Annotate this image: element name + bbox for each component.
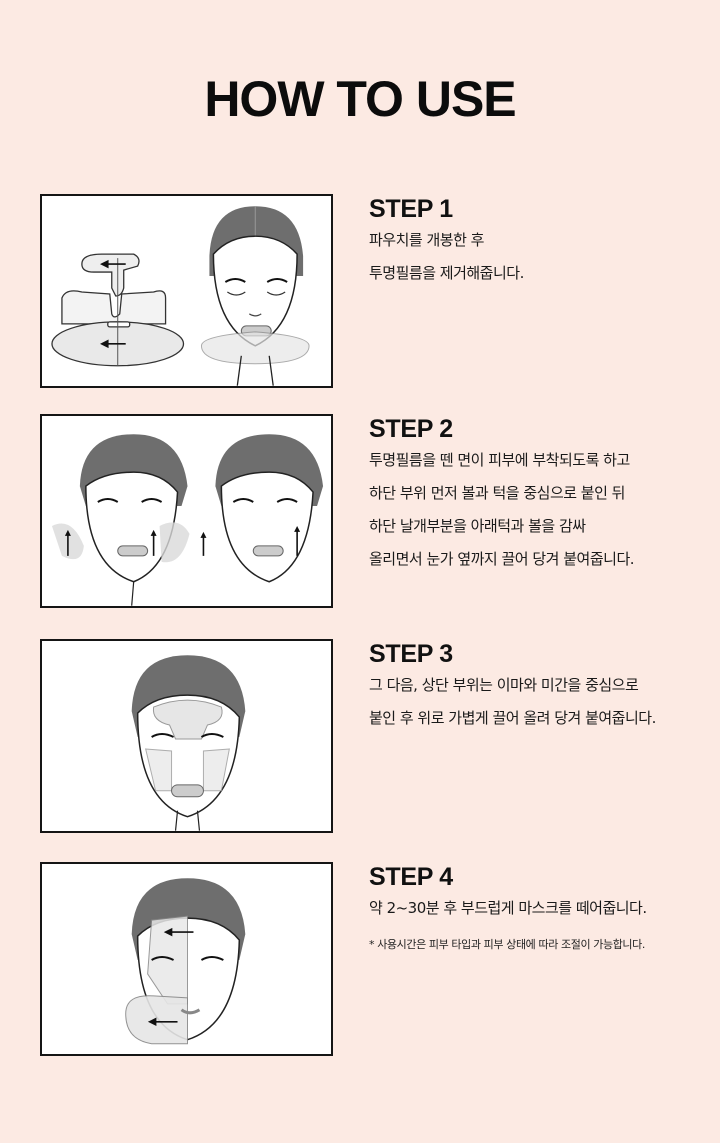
step-label: STEP 2 xyxy=(369,415,453,443)
step-2-illustration xyxy=(40,414,333,608)
step-4: STEP 4 약 2~30분 후 부드럽게 마스크를 떼어줍니다. * 사용시간… xyxy=(0,862,720,1058)
step-instruction-line: 올리면서 눈가 옆까지 끌어 당겨 붙여줍니다. xyxy=(369,550,635,568)
step-label: STEP 3 xyxy=(369,640,453,668)
step-instruction-line: 하단 날개부분을 아래턱과 볼을 감싸 xyxy=(369,517,586,535)
mask-sheet-face-icon xyxy=(51,206,310,386)
step-instruction-line: 투명필름을 뗀 면이 피부에 부착되도록 하고 xyxy=(369,451,630,469)
forehead-mask-face-icon xyxy=(131,655,246,831)
step-3: STEP 3 그 다음, 상단 부위는 이마와 미간을 중심으로 붙인 후 위로… xyxy=(0,639,720,835)
step-1-illustration xyxy=(40,194,333,388)
step-4-text: STEP 4 약 2~30분 후 부드럽게 마스크를 떼어줍니다. * 사용시간… xyxy=(369,862,709,955)
step-label: STEP 1 xyxy=(369,195,453,223)
step-instruction-line: 투명필름을 제거해줍니다. xyxy=(369,264,524,282)
step-label: STEP 4 xyxy=(369,863,453,891)
two-faces-mask-lift-icon xyxy=(51,434,324,606)
step-2: STEP 2 투명필름을 뗀 면이 피부에 부착되도록 하고 하단 부위 먼저 … xyxy=(0,414,720,610)
usage-note: * 사용시간은 피부 타입과 피부 상태에 따라 조절이 가능합니다. xyxy=(369,938,645,951)
step-instruction-line: 붙인 후 위로 가볍게 끌어 올려 당겨 붙여줍니다. xyxy=(369,709,656,727)
page-title: HOW TO USE xyxy=(204,71,516,127)
step-instruction-line: 그 다음, 상단 부위는 이마와 미간을 중심으로 xyxy=(369,676,639,694)
step-1-text: STEP 1 파우치를 개봉한 후 투명필름을 제거해줍니다. xyxy=(369,194,709,290)
step-instruction-line: 파우치를 개봉한 후 xyxy=(369,231,484,249)
step-2-text: STEP 2 투명필름을 뗀 면이 피부에 부착되도록 하고 하단 부위 먼저 … xyxy=(369,414,709,576)
step-instruction-line: 하단 부위 먼저 볼과 턱을 중심으로 붙인 뒤 xyxy=(369,484,625,502)
step-instruction-line: 약 2~30분 후 부드럽게 마스크를 떼어줍니다. xyxy=(369,899,647,917)
step-3-text: STEP 3 그 다음, 상단 부위는 이마와 미간을 중심으로 붙인 후 위로… xyxy=(369,639,709,735)
step-4-illustration xyxy=(40,862,333,1056)
step-1: STEP 1 파우치를 개봉한 후 투명필름을 제거해줍니다. xyxy=(0,194,720,390)
mask-removal-face-icon xyxy=(125,878,246,1045)
step-3-illustration xyxy=(40,639,333,833)
